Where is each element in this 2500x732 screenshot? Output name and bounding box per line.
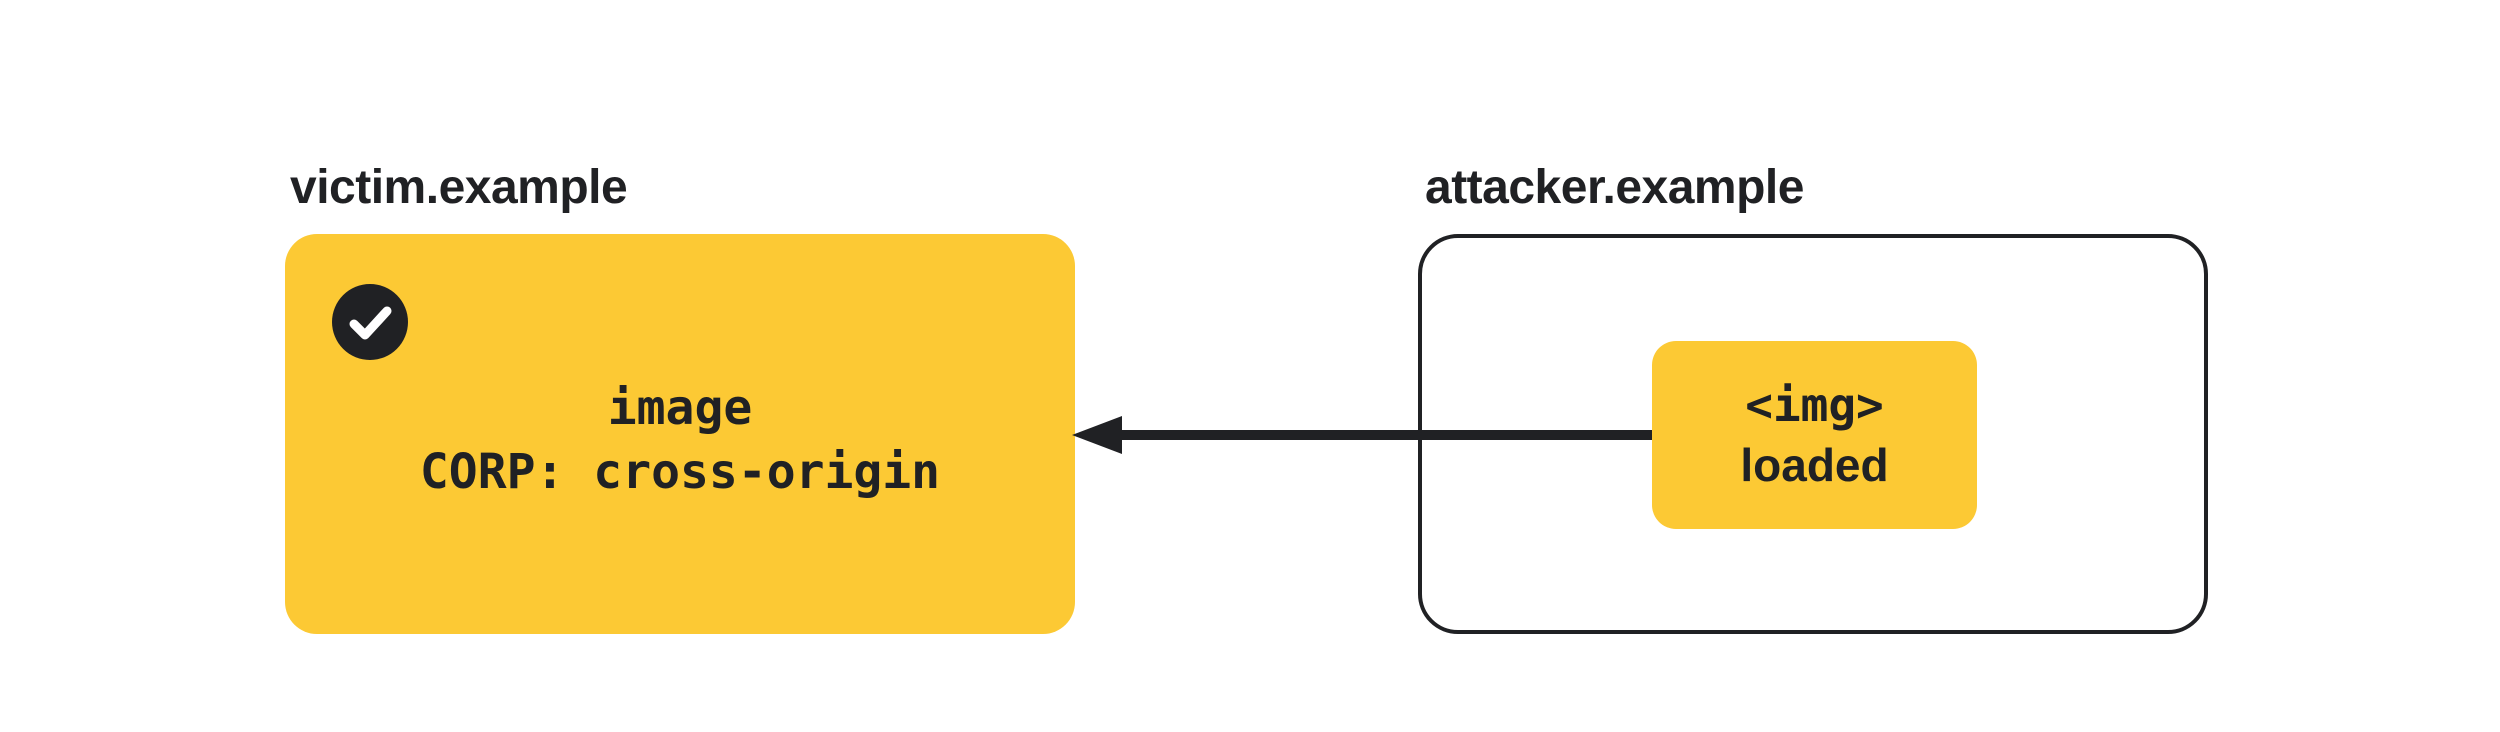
victim-resource-box: image CORP: cross-origin <box>285 234 1075 634</box>
img-tag-text: <img> <box>1745 378 1884 432</box>
request-arrow-icon <box>1072 416 1652 454</box>
attacker-origin-label: attacker.example <box>1425 161 1804 214</box>
resource-type-text: image <box>607 380 753 436</box>
loaded-status-text: loaded <box>1740 439 1889 491</box>
victim-origin-label: victim.example <box>290 161 628 214</box>
checkmark-icon <box>332 284 408 360</box>
img-request-box: <img> loaded <box>1652 341 1977 529</box>
corp-header-text: CORP: cross-origin <box>419 444 941 500</box>
